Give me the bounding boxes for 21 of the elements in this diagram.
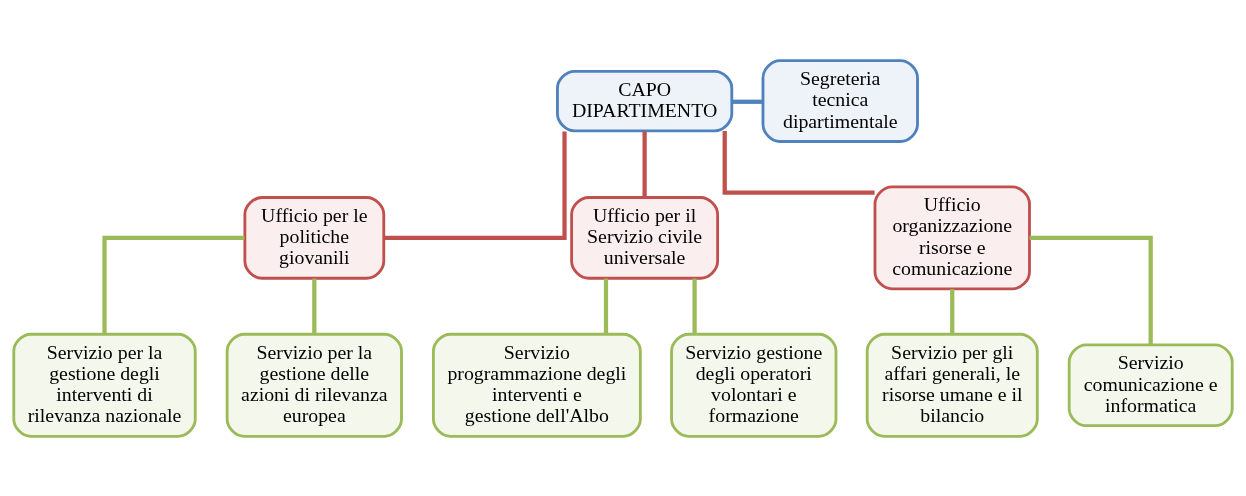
- connector: [384, 130, 567, 240]
- node-box: Servizio per la gestione delle azioni di rilevanza europea: [225, 332, 403, 438]
- node-box: Servizio per la gestione degli interventi di rilevanza nazionale: [12, 332, 197, 438]
- connector: [732, 99, 763, 104]
- node-box: Segreteria tecnica dipartimentale: [761, 58, 919, 143]
- node-box: Servizio per gli affari generali, le risorse umane e il bilancio: [865, 332, 1039, 438]
- connector: [950, 288, 955, 334]
- node-box: Servizio comunicazione e informatica: [1067, 342, 1234, 427]
- connector: [603, 278, 609, 334]
- connector: [102, 235, 245, 334]
- node-box: Ufficio organizzazione risorse e comunicazione: [873, 184, 1031, 290]
- connector: [642, 130, 647, 197]
- connector: [692, 278, 697, 334]
- connector: [1029, 235, 1153, 345]
- connector: [312, 278, 317, 334]
- node-box: Servizio programmazione degli interventi e gestione dell'Albo: [431, 332, 642, 438]
- connector: [722, 130, 875, 195]
- node-box: Ufficio per le politiche giovanili: [243, 195, 386, 280]
- node-box: Ufficio per il Servizio civile universale: [570, 195, 720, 280]
- node-box: Servizio gestione degli operatori volontari e formazione: [670, 332, 838, 438]
- node-box: CAPO DIPARTIMENTO: [556, 69, 734, 132]
